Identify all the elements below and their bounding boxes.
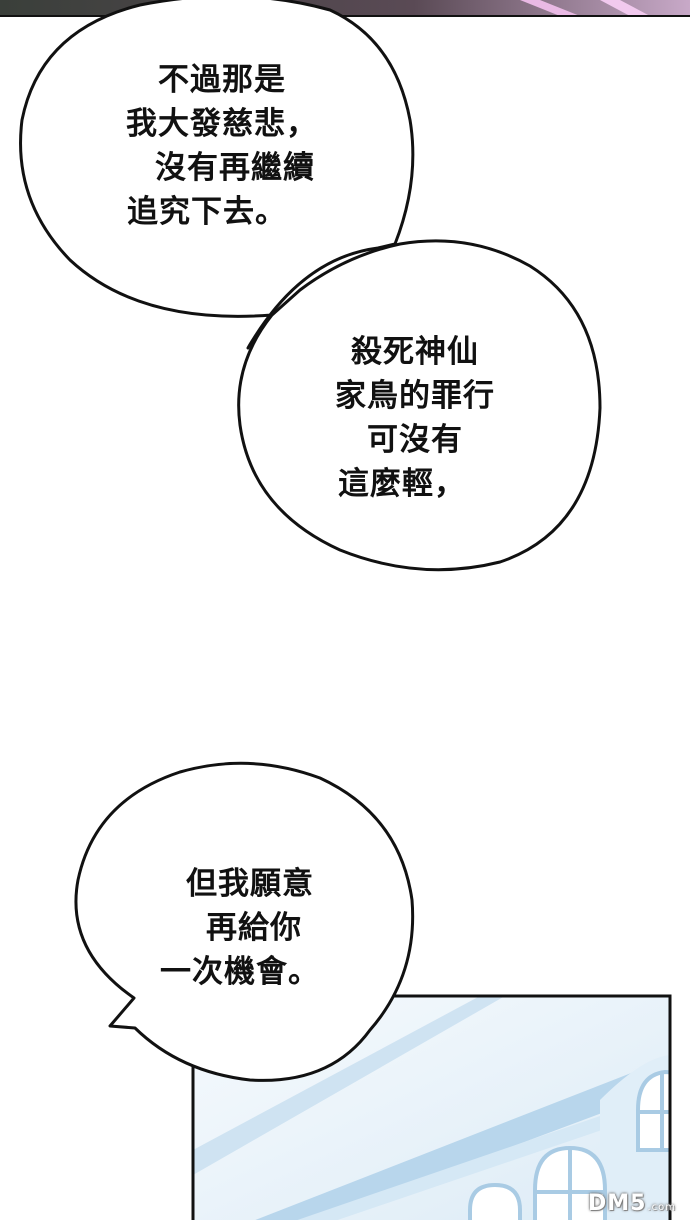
speech-bubble-2-text: 殺死神仙 家鳥的罪行 可沒有 這麼輕， — [300, 330, 530, 506]
arched-window-left — [533, 1145, 607, 1224]
window-panel — [191, 994, 672, 1224]
speech-bubble-3-text: 但我願意 再給你 一次機會。 — [138, 862, 362, 994]
bubble-line: 追究下去。 — [127, 194, 287, 230]
top-panel-strip — [0, 0, 690, 17]
speech-bubble-1-text: 不過那是 我大發慈悲， 沒有再繼續 追究下去。 — [102, 58, 342, 234]
bubble-line: 這麼輕， — [338, 466, 466, 502]
bubble-line: 再給你 — [206, 910, 302, 946]
bubble-line: 一次機會。 — [160, 954, 320, 990]
watermark: DM5.com — [588, 1191, 676, 1216]
watermark-text: DM5 — [587, 1191, 647, 1216]
bubble-line: 家鳥的罪行 — [335, 378, 495, 414]
bubble-line: 不過那是 — [158, 62, 286, 98]
bubble-line: 沒有再繼續 — [155, 150, 315, 186]
arched-window-right — [636, 1069, 670, 1152]
bubble-line: 可沒有 — [367, 422, 463, 458]
bubble-line: 我大發慈悲， — [126, 106, 318, 142]
watermark-suffix: .com — [647, 1202, 676, 1213]
bubble-line: 殺死神仙 — [351, 334, 479, 370]
speech-bubble-2 — [237, 239, 602, 572]
speech-bubble-3 — [74, 761, 415, 1082]
speech-bubble-1 — [19, 0, 415, 350]
bubble-line: 但我願意 — [186, 866, 314, 902]
